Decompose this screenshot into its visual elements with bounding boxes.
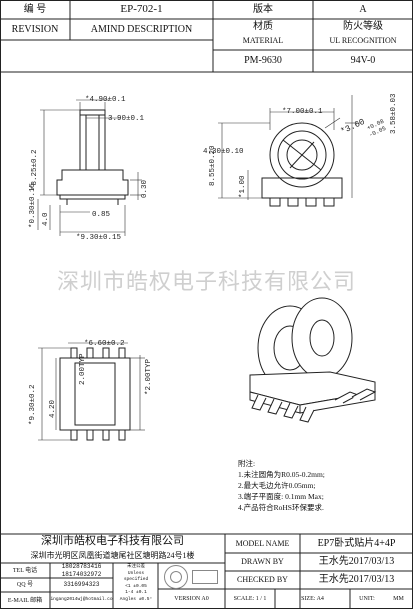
dim-front-pin-offset: 4.0 <box>42 212 50 226</box>
drawn-label: DRAWN BY <box>241 557 284 566</box>
material-label-cn: 材质 <box>253 21 273 32</box>
dim-side-inner: 4.30±0.10 <box>203 148 244 156</box>
dim-side-height: 8.55±0.20 <box>209 145 217 186</box>
dim-side-base: *1.00 <box>239 175 247 198</box>
notes-block: 附注: 1.未注圆角为R0.05-0.2mm; 2.最大毛边允许0.05mm; … <box>238 458 325 513</box>
dim-front-top-width: *4.90±0.1 <box>85 96 126 104</box>
qq-value: 3316994323 <box>63 581 100 588</box>
revision-label: REVISION <box>11 23 59 35</box>
note-item: 2.最大毛边允许0.05mm; <box>238 481 316 490</box>
material-label-en: MATERIAL <box>242 36 284 45</box>
size-label: SIZE: A4 <box>301 596 324 602</box>
projection-symbol-icon <box>192 570 218 584</box>
tel-label: TEL 电话 <box>12 567 38 574</box>
note-item: 1.未注圆角为R0.05-0.2mm; <box>238 470 325 479</box>
model-label: MODEL NAME <box>235 538 290 548</box>
dim-front-total-width: *9.30±0.15 <box>76 234 122 242</box>
dim-front-pin-gap: 0.85 <box>92 211 111 219</box>
notes-title: 附注: <box>238 459 256 468</box>
email-label: E-MAIL 邮箱 <box>7 597 43 604</box>
amind-label: AMIND DESCRIPTION <box>90 23 193 35</box>
front-view <box>56 109 129 205</box>
dim-bottom-length: *9.30±0.2 <box>29 384 37 425</box>
ul-label-en: UL RECOGNITION <box>329 36 397 45</box>
qq-label: QQ 号 <box>16 582 34 588</box>
dim-bottom-pitch: *6.60±0.2 <box>84 340 125 348</box>
unit-value: MM <box>393 596 404 602</box>
unit-cell: UNIT: MM <box>350 589 413 609</box>
side-view <box>261 122 343 207</box>
dim-front-base-thickness: 0.30 <box>141 179 149 198</box>
checked-label: CHECKED BY <box>237 575 288 584</box>
dim-bottom-pitch-typ-left: 2.00TYP <box>79 353 87 385</box>
dim-side-core-dia: *3.60 <box>339 117 366 137</box>
dim-front-core-width: 3.90±0.1 <box>108 115 145 123</box>
email-value: xingang2014wj@hotmail.com <box>50 597 113 603</box>
dim-front-height: *8.25±0.2 <box>31 149 39 190</box>
ul-label-cn: 防火等级 <box>343 21 383 32</box>
ul-value: 94V-0 <box>350 55 376 66</box>
isometric-view <box>249 297 377 423</box>
drawn-value: 王水先2017/03/13 <box>318 556 395 567</box>
note-item: 3.端子平面度: 0.1mm Max; <box>238 492 324 501</box>
bottom-view <box>59 347 131 441</box>
material-value: PM-9630 <box>244 55 282 66</box>
version-a0-label: VERSION A0 <box>174 596 209 602</box>
part-number-label: 编 号 <box>23 3 47 15</box>
tel-value-2: 18174032972 <box>61 571 102 578</box>
dim-bottom-pitch-typ-right: *2.00TYP <box>145 358 153 395</box>
part-number: EP-702-1 <box>120 3 163 15</box>
dim-bottom-inner: 4.20 <box>49 399 57 418</box>
company-address: 深圳市光明区凤凰街道塘尾社区塘明路24号1楼 <box>30 551 195 560</box>
dim-side-slot: 3.58±0.03 <box>390 93 398 134</box>
scale-label: SCALE: 1 / 1 <box>233 596 267 602</box>
tolerance-stamp: 未注公差 Unless specified <1 ±0.05 1-4 ±0.1 … <box>119 564 153 602</box>
unit-label: UNIT: <box>359 596 375 602</box>
dim-front-pin-height: *0.30±0.15 <box>29 182 37 228</box>
company-name: 深圳市皓权电子科技有限公司 <box>41 535 184 547</box>
dim-side-flange-width: *7.00±0.1 <box>282 108 323 116</box>
model-value: EP7卧式贴片4+4P <box>317 537 396 549</box>
note-item: 4.产品符合RoHS环保要求. <box>238 503 324 512</box>
checked-value: 王水先2017/03/13 <box>318 574 395 585</box>
version-value: A <box>359 3 367 15</box>
tel-value-1: 18028783416 <box>61 563 102 570</box>
version-label: 版本 <box>253 3 273 15</box>
company-watermark: 深圳市皓权电子科技有限公司 <box>56 270 356 295</box>
target-symbol-icon <box>164 565 188 589</box>
